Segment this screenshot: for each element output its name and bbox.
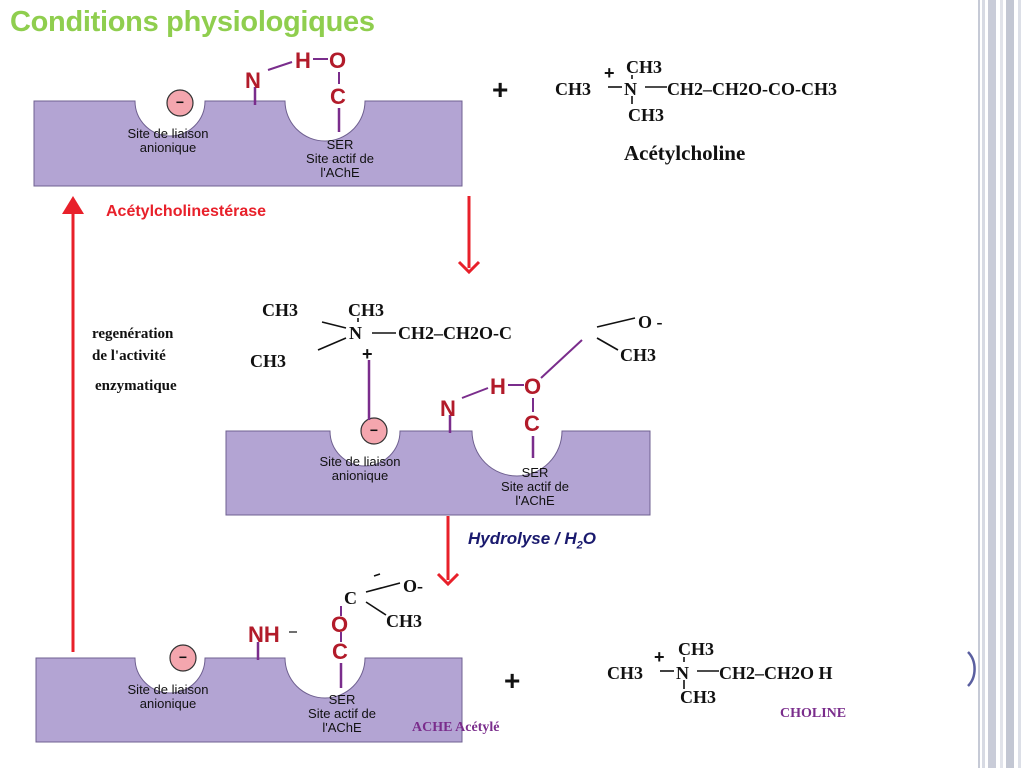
choline-ch3-left: CH3 xyxy=(607,663,643,683)
enzyme-body-2 xyxy=(225,339,651,516)
acetylcholine-name: Acétylcholine xyxy=(624,141,746,165)
atom-N-1: N xyxy=(245,68,261,93)
slide-title: Conditions physiologiques xyxy=(10,6,375,38)
complex-ch3-bottom-left: CH3 xyxy=(250,351,286,371)
down-arrow-1 xyxy=(457,196,481,275)
acetylcholine-chain: CH2–CH2O-CO-CH3 xyxy=(667,79,837,99)
complex-chain: CH2–CH2O-C xyxy=(398,323,512,343)
anion-sign-3: − xyxy=(178,649,188,665)
regeneration-arrow xyxy=(62,196,84,652)
enzyme-name-label: Acétylcholinestérase xyxy=(106,203,267,220)
acetyl-O-minus: O- xyxy=(403,576,423,596)
choline-N: N xyxy=(676,663,689,683)
decorative-ring xyxy=(967,651,976,687)
atom-H-2: H xyxy=(490,374,506,399)
choline-name: CHOLINE xyxy=(780,706,847,721)
anion-sign-2: − xyxy=(369,422,379,438)
regeneration-label-line2: de l'activité xyxy=(92,348,166,364)
atom-N-2: N xyxy=(440,396,456,421)
enzyme-body-1 xyxy=(33,58,463,187)
choline-ch3-top: CH3 xyxy=(678,639,714,659)
slide-border-decoration xyxy=(976,0,1024,768)
plus-sign-1: + xyxy=(492,74,509,105)
choline-charge: + xyxy=(654,647,665,667)
regeneration-label-line3: enzymatique xyxy=(95,378,177,394)
complex-charge: + xyxy=(362,344,373,364)
anion-site-1 xyxy=(166,89,194,117)
atom-O-2: O xyxy=(524,374,542,399)
anion-site-2 xyxy=(360,417,388,445)
atom-O-3: O xyxy=(331,612,349,637)
complex-O-minus: O - xyxy=(638,312,663,332)
complex-ch3-top-left: CH3 xyxy=(262,300,298,320)
acetylcholine-N: N xyxy=(624,79,637,99)
anion-sign-1: − xyxy=(175,94,185,110)
atom-C-3: C xyxy=(332,639,348,664)
atom-C-1: C xyxy=(330,84,346,109)
atom-NH-3: NH xyxy=(248,622,280,647)
acetyl-C: C xyxy=(344,588,357,608)
hydrolysis-label: Hydrolyse / H2O xyxy=(468,529,597,552)
complex-ch3-top-right: CH3 xyxy=(348,300,384,320)
regeneration-label-line1: regenération xyxy=(92,326,174,342)
choline-ch3-bottom: CH3 xyxy=(680,687,716,707)
plus-sign-2: + xyxy=(504,665,521,696)
acetylcholine-ch3-left: CH3 xyxy=(555,79,591,99)
atom-O-1: O xyxy=(329,48,347,73)
acetylated-enzyme-label: ACHE Acétylé xyxy=(412,720,500,735)
complex-N: N xyxy=(349,323,362,343)
acetylcholine-charge: + xyxy=(604,63,615,83)
acetylcholine-ch3-top: CH3 xyxy=(626,57,662,77)
anion-site-3 xyxy=(169,644,197,672)
acetylcholine-ch3-bottom: CH3 xyxy=(628,105,664,125)
choline-chain: CH2–CH2O H xyxy=(719,663,833,683)
acetyl-ch3: CH3 xyxy=(386,611,422,631)
atom-H-1: H xyxy=(295,48,311,73)
enzyme-body-3 xyxy=(35,606,463,743)
down-arrow-2 xyxy=(436,516,460,587)
complex-ch3-right: CH3 xyxy=(620,345,656,365)
atom-C-2: C xyxy=(524,411,540,436)
